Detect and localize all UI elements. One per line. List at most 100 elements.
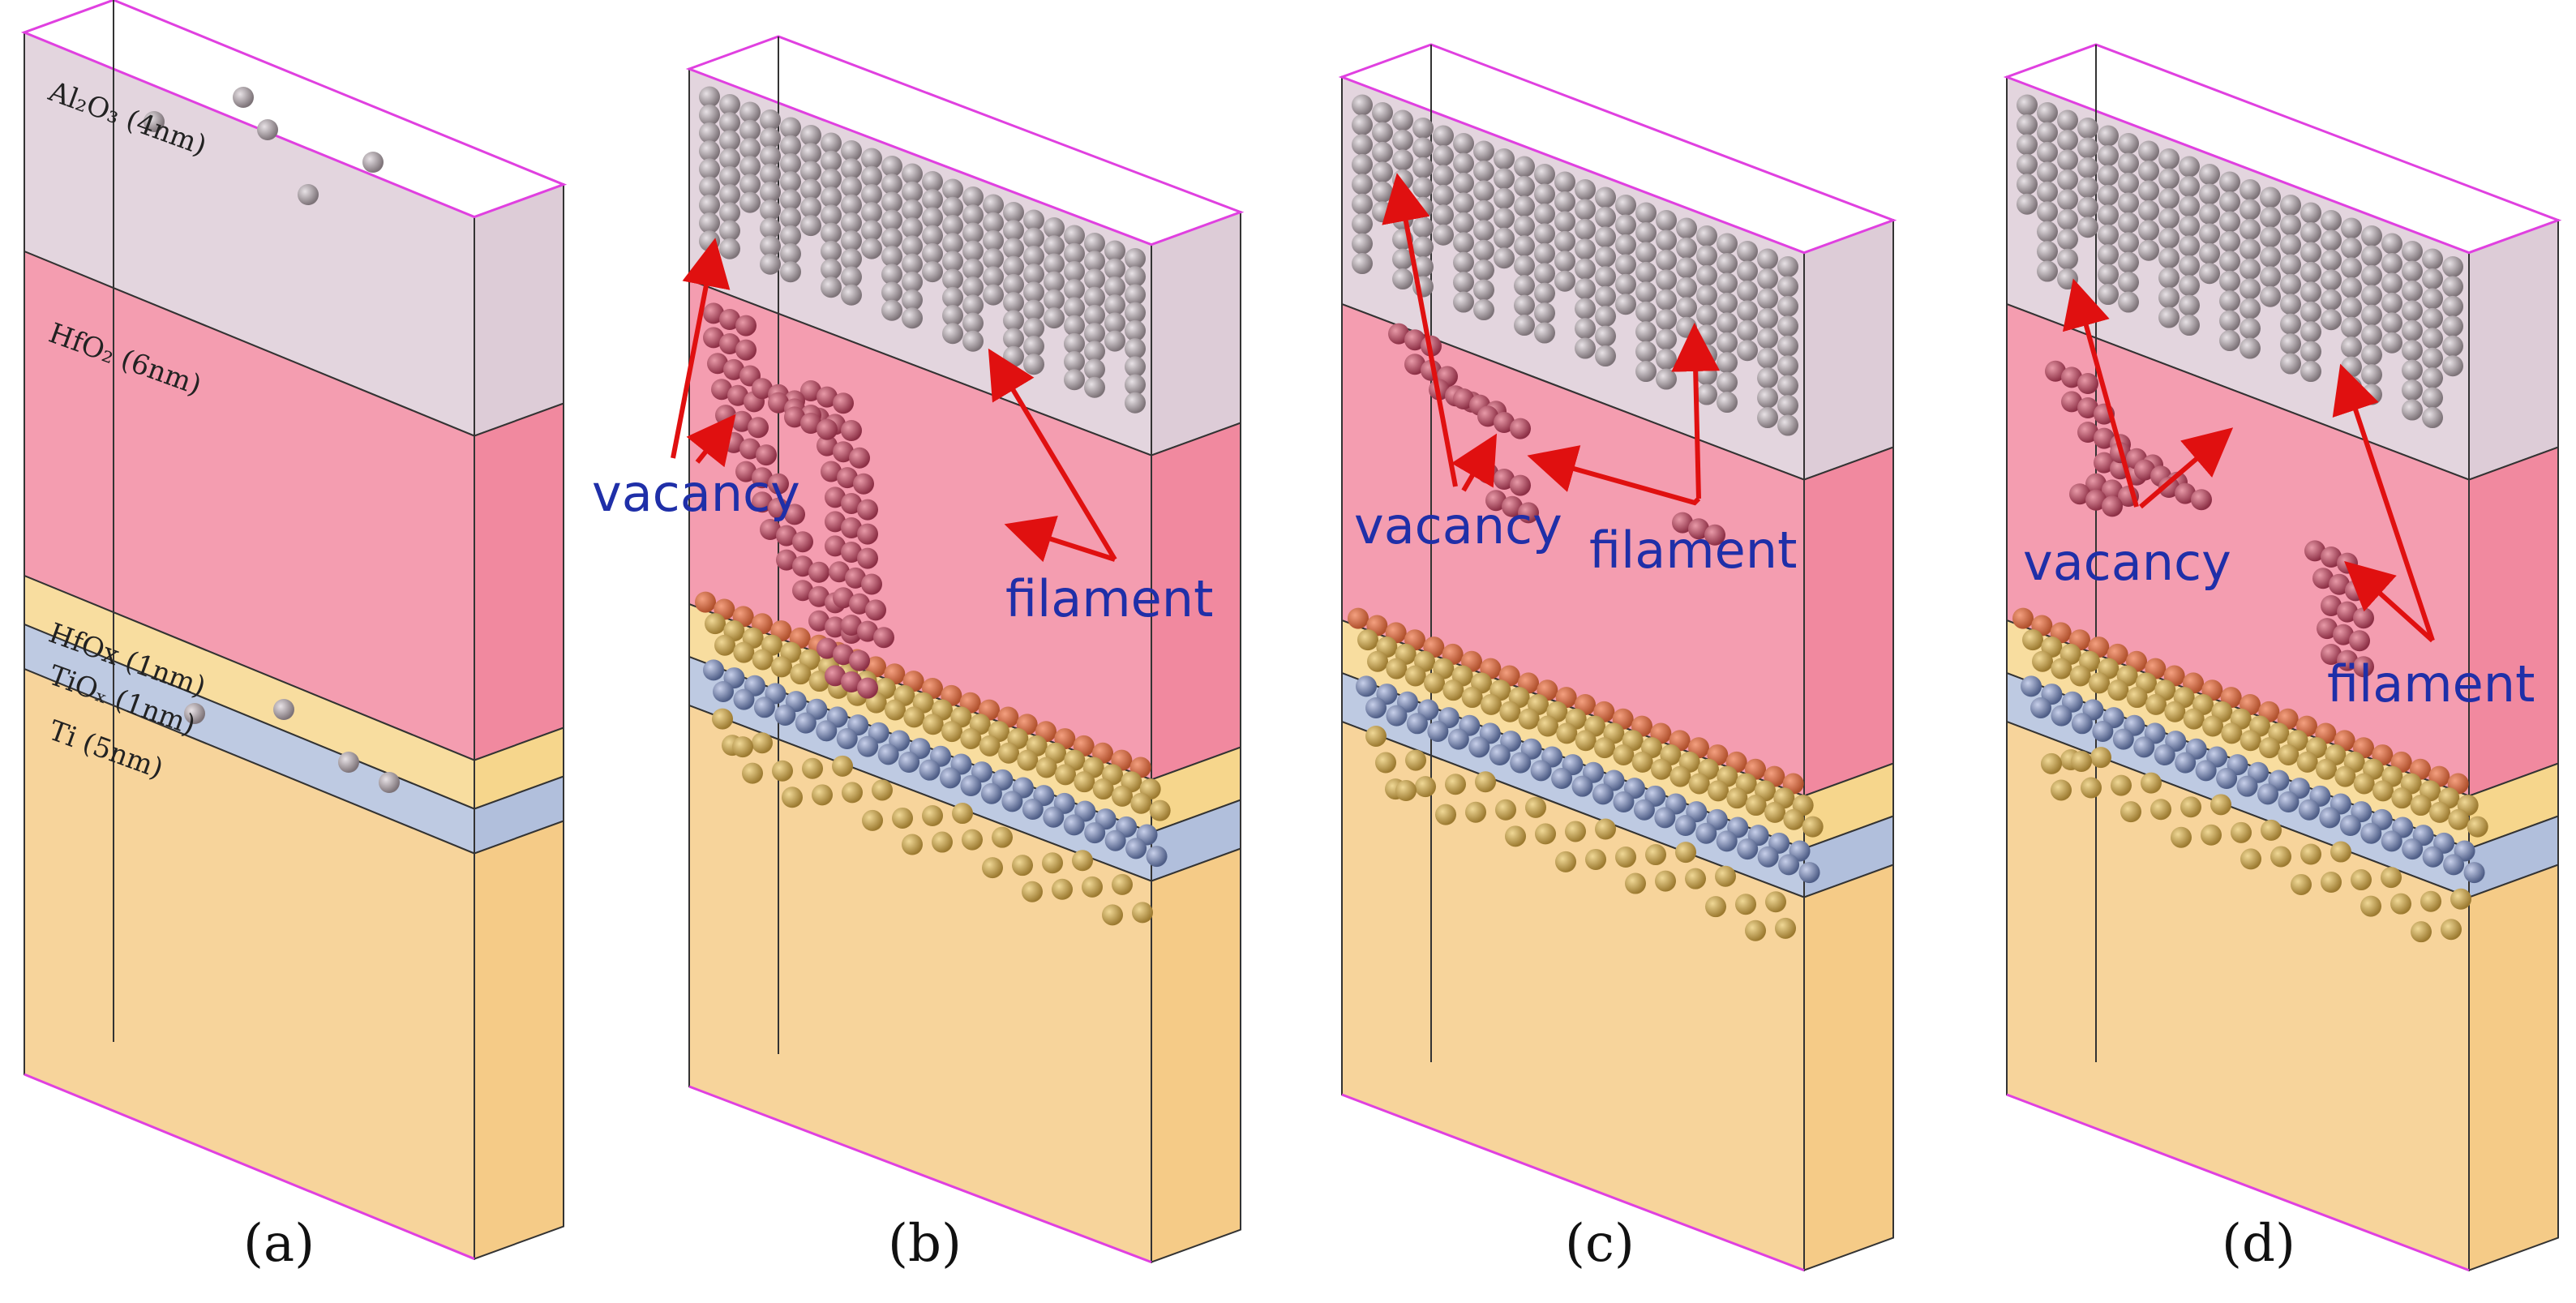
oxygen-atom [2422,387,2443,409]
oxygen-atom [1003,292,1024,314]
oxygen-atom [942,286,963,308]
oxygen-atom [1656,249,1677,271]
oxygen-atom [1737,319,1758,341]
ti-atom [2236,775,2258,797]
oxygen-atom [2219,230,2240,252]
hfox-atom [714,634,735,656]
oxygen-atom [760,235,781,257]
ti-layer-atom [1585,848,1606,870]
ti-layer-atom [1465,801,1486,823]
oxygen-atom [2219,171,2240,193]
vacancy-atom [1477,405,1498,427]
oxygen-atom [1696,364,1717,386]
oxygen-atom [739,137,761,159]
ti-layer-atom [1765,891,1786,913]
oxygen-atom [2138,220,2159,242]
oxygen-atom [1635,281,1657,303]
oxygen-atom [2098,184,2119,206]
bottom-edge [24,1073,475,1260]
vacancy-atom [1510,418,1531,439]
oxygen-atom [1494,168,1515,190]
ti-atom [1592,783,1614,805]
ti-layer-atom [2120,801,2141,823]
oxygen-atom [942,214,963,236]
oxygen-atom [1433,144,1454,166]
oxygen-atom [1554,171,1575,193]
oxygen-atom [1392,149,1413,171]
oxygen-atom [1104,276,1125,298]
ti-layer-atom [1042,852,1063,874]
ti-layer-atom [1495,799,1516,821]
oxygen-atom [1433,224,1454,246]
ti-layer-atom [1615,847,1636,868]
hfox-atom [705,613,726,635]
layer-al2o3-side [2468,219,2559,482]
ti-atom [1551,768,1573,790]
oxygen-atom [2381,292,2402,314]
ti-layer-atom [782,787,803,808]
arrow-vacancy-d-1 [2062,278,2139,508]
oxygen-atom [821,168,842,190]
oxygen-atom [841,194,862,216]
vacancy-atom [2085,489,2107,511]
oxygen-atom [1575,199,1596,221]
ti-layer-atom [1112,873,1133,895]
oxygen-atom [2381,233,2402,255]
oxygen-atom [2442,276,2463,298]
vacancy-atom [841,615,862,636]
ti-atom [1613,791,1635,813]
ti-layer-atom [732,736,753,758]
vacancy-atom [800,380,821,401]
oxygen-atom [2179,195,2200,217]
ti-atom [1406,713,1428,735]
oxygen-atom [1717,272,1738,294]
oxygen-atom [1064,260,1085,282]
oxygen-atom [1635,242,1657,264]
vacancy-atom [1510,474,1531,496]
filament-label-c: filament [1589,521,1797,580]
oxygen-atom [699,86,720,108]
oxygen-atom [1696,304,1717,326]
oxygen-atom [2219,270,2240,292]
oxygen-atom [2422,407,2443,429]
oxygen-atom [1534,302,1555,324]
arrow-vacancy-b-1 [671,238,731,459]
oxygen-atom [1656,289,1677,311]
oxygen-atom [379,772,400,793]
oxygen-atom [2199,263,2220,285]
oxygen-atom [2219,310,2240,332]
oxygen-atom [881,209,902,231]
ti-layer-atom [1565,821,1586,842]
ti-atom [2278,791,2300,813]
oxygen-atom [780,135,801,156]
ti-layer-atom [1645,844,1666,866]
hfox-atom [1404,665,1426,687]
oxygen-atom [1737,241,1758,262]
oxygen-atom [2158,247,2180,269]
oxygen-atom [1717,371,1738,393]
hfox-atom [1537,715,1558,737]
ti-layer-atom [2420,890,2441,912]
vacancy-atom [841,493,862,514]
oxygen-atom [1412,177,1434,199]
ti-atom [2216,768,2238,790]
ti-atom [1716,830,1738,852]
oxygen-atom [2341,336,2362,358]
oxygen-atom [1717,292,1738,314]
oxygen-atom [2138,239,2159,261]
vacancy-atom [776,549,797,571]
oxygen-atom [902,235,923,257]
oxygen-atom [1777,414,1798,436]
vacancy-atom [817,386,838,408]
oxygen-atom [719,184,740,206]
ti-atom [1063,814,1085,836]
vacancy-atom [849,649,870,671]
oxygen-atom [1003,255,1024,277]
hfox-atom [2145,693,2167,715]
ti-atom [816,720,838,742]
oxygen-atom [2098,224,2119,246]
ti-layer-atom [1685,868,1706,889]
vacancy-atom [792,531,813,553]
oxygen-atom [2219,330,2240,352]
ti-layer-atom [862,809,883,831]
